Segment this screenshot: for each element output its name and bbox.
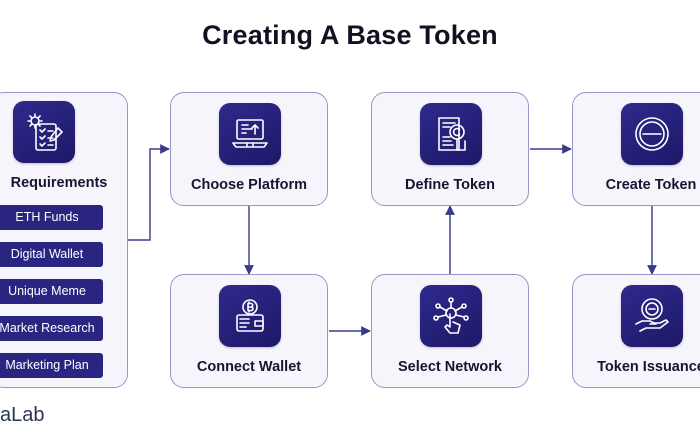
requirements-label: Requirements bbox=[10, 175, 108, 191]
requirements-card: Requirements ETH Funds Digital Wallet Un… bbox=[0, 92, 128, 388]
step-label: Token Issuance bbox=[597, 359, 700, 375]
coin-icon bbox=[621, 103, 683, 165]
step-select-network: Select Network bbox=[371, 274, 529, 388]
step-define-token: Define Token bbox=[371, 92, 529, 206]
arrow-requirements-to-choose-platform bbox=[128, 144, 170, 241]
requirement-item: Unique Meme bbox=[0, 279, 103, 304]
hand-coin-icon bbox=[621, 285, 683, 347]
document-coin-icon bbox=[420, 103, 482, 165]
requirement-item: Marketing Plan bbox=[0, 353, 103, 378]
step-choose-platform: Choose Platform bbox=[170, 92, 328, 206]
requirement-item: ETH Funds bbox=[0, 205, 103, 230]
brand-logo-text: aLab bbox=[0, 404, 45, 426]
step-label: Choose Platform bbox=[190, 177, 307, 193]
step-create-token: Create Token bbox=[572, 92, 700, 206]
step-label: Define Token bbox=[405, 177, 495, 193]
requirement-item: Digital Wallet bbox=[0, 242, 103, 267]
step-label: Connect Wallet bbox=[196, 359, 302, 375]
step-connect-wallet: Connect Wallet bbox=[170, 274, 328, 388]
requirement-item: Market Research bbox=[0, 316, 103, 341]
step-label: Select Network bbox=[398, 359, 502, 375]
bitcoin-wallet-icon bbox=[219, 285, 281, 347]
step-token-issuance: Token Issuance bbox=[572, 274, 700, 388]
step-label: Create Token bbox=[605, 177, 697, 193]
diagram-title: Creating A Base Token bbox=[202, 20, 498, 50]
laptop-code-icon bbox=[219, 103, 281, 165]
network-touch-icon bbox=[420, 285, 482, 347]
checklist-clipboard-gear-icon bbox=[13, 101, 75, 163]
